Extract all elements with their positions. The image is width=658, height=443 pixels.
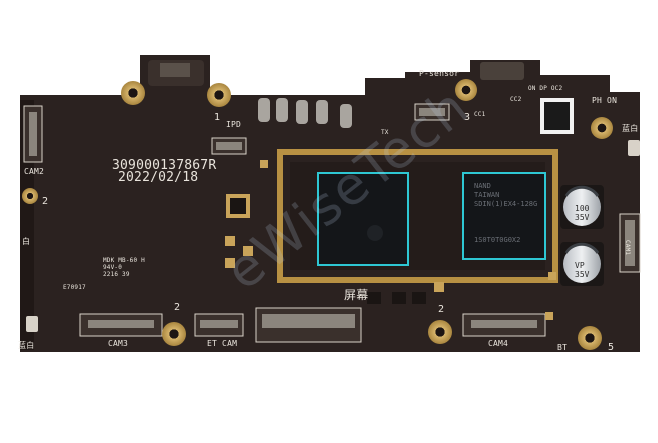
cam-left-label: CAM2 [24,167,45,176]
manufacture-date: 2022/02/18 [118,170,199,185]
e70917-label: E70917 [63,284,86,291]
memory-chip-line3: SDIN(1)EX4-128G [474,200,538,208]
serial-number: 309000137867R [112,158,217,173]
shield-frame [277,149,558,283]
et-cam-label: ET CAM [207,339,238,348]
white-label: 白 [22,237,31,246]
pin-5: 5 [608,342,615,353]
cam3-label: CAM3 [108,339,129,348]
cc1-label: CC1 [474,111,486,118]
capacitor2-value: VP [575,261,585,270]
ph-on-label: PH ON [592,96,618,105]
blue-white-bottom: 蓝白 [18,341,35,350]
pin-2-center: 2 [174,302,181,313]
capacitor-value: 100 [575,204,590,213]
pin-2-right: 2 [438,304,445,315]
capacitor-top [560,185,604,229]
pin-2-left: 2 [42,196,49,207]
memory-chip-line4: 1S0T0T0G0X2 [474,236,521,244]
memory-chip [463,173,545,259]
pin-1: 1 [214,112,221,123]
memory-chip-line2: ТАIWAN [474,191,500,199]
bt-label: BT [557,343,568,352]
capacitor-bottom [560,242,604,286]
capacitor-voltage: 35V [575,213,590,222]
cam4-label: CAM4 [488,339,509,348]
mount-hole [121,81,145,105]
memory-chip-line1: NAND [474,182,491,190]
blue-white-top: 蓝白 [622,124,639,133]
pin-3: 3 [464,112,471,123]
sensor-label: P-sensor [419,69,460,78]
cc2-label: CC2 [510,96,522,103]
code-label: 2216 39 [103,271,130,278]
screen-label: 屏幕 [344,288,369,302]
tx-label: TX [381,129,389,136]
on-dp-label: ON DP OC2 [528,85,563,92]
ipd-label: IPD [226,120,242,129]
cam1-label: CAM1 [624,240,631,256]
mdk-label: MDK MB-60 H [103,257,145,264]
v0-label: 94V-0 [103,264,123,271]
processor-chip [318,173,408,265]
capacitor2-voltage: 35V [575,270,590,279]
